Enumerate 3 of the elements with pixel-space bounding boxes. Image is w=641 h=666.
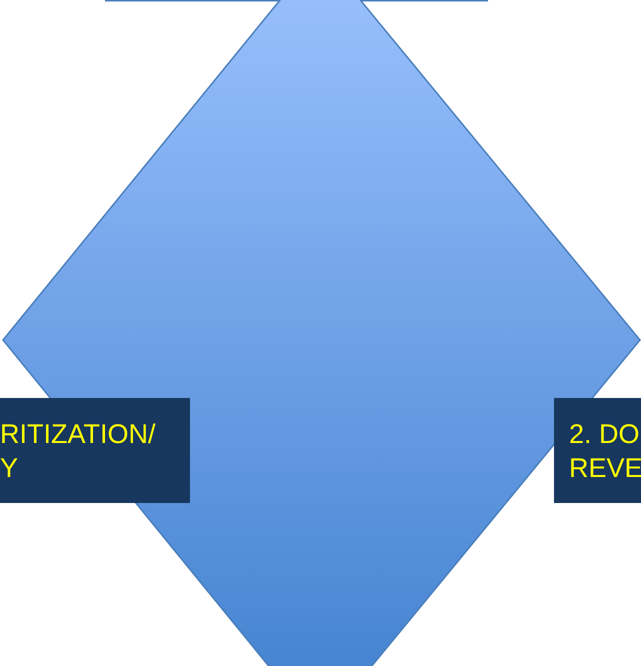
label-box: [554, 398, 641, 503]
box-text: RITIZATION/ Y: [0, 418, 156, 484]
box-text: 2. DO REVE: [569, 418, 641, 484]
